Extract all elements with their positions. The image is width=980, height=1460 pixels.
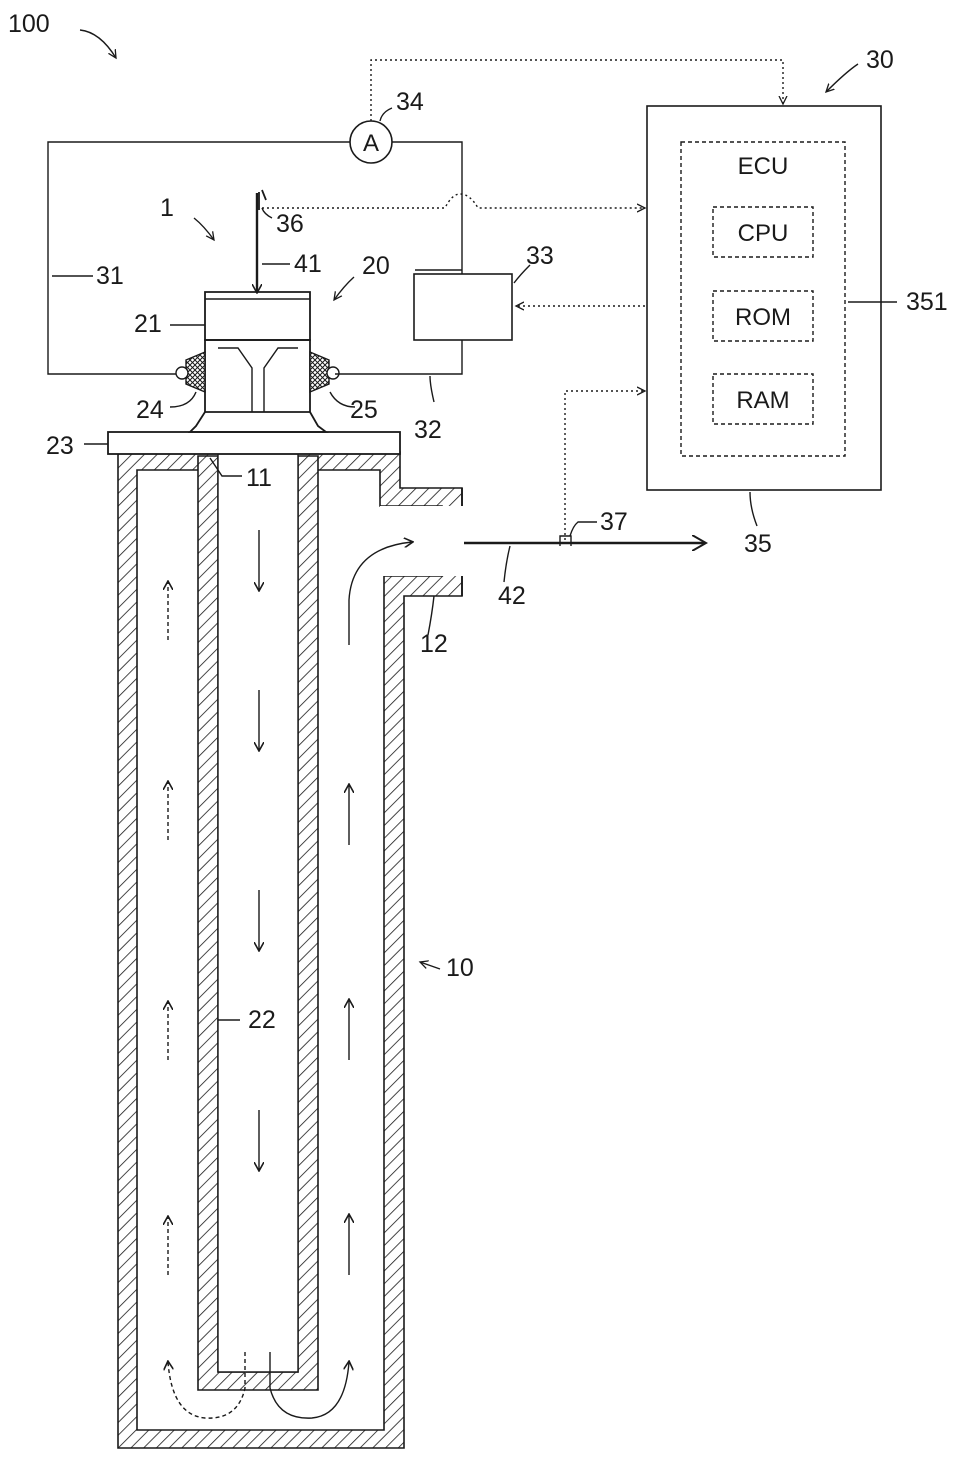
label-35: 35 — [744, 530, 772, 558]
label-25: 25 — [350, 396, 378, 424]
flange — [108, 432, 400, 454]
ram-label: RAM — [736, 387, 789, 414]
inlet-sensor — [259, 190, 266, 210]
ecu-block: ECU CPU ROM RAM — [647, 106, 881, 490]
ammeter-symbol: A — [363, 130, 379, 157]
power-supply-box — [414, 274, 512, 340]
label-351: 351 — [906, 288, 948, 316]
label-22: 22 — [248, 1006, 276, 1034]
label-33: 33 — [526, 242, 554, 270]
label-41: 41 — [294, 250, 322, 278]
signal-sensor36-to-ecu — [262, 194, 645, 208]
label-42: 42 — [498, 582, 526, 610]
terminal-left — [176, 352, 205, 392]
label-12: 12 — [420, 630, 448, 658]
label-34: 34 — [396, 88, 424, 116]
label-24: 24 — [136, 396, 164, 424]
cpu-label: CPU — [738, 220, 789, 247]
ecu-title: ECU — [738, 153, 789, 180]
label-21: 21 — [134, 310, 162, 338]
rom-label: ROM — [735, 304, 791, 331]
inner-tube — [198, 450, 318, 1390]
label-37: 37 — [600, 508, 628, 536]
label-23: 23 — [46, 432, 74, 460]
label-10: 10 — [446, 954, 474, 982]
outlet-sensor — [560, 536, 571, 546]
label-1: 1 — [160, 194, 174, 222]
label-11: 11 — [246, 464, 272, 492]
terminal-right — [310, 352, 339, 392]
label-32: 32 — [414, 416, 442, 444]
label-100: 100 — [8, 10, 50, 38]
ammeter: A — [350, 121, 392, 163]
label-31: 31 — [96, 262, 124, 290]
electrode-holder — [190, 292, 326, 432]
label-20: 20 — [362, 252, 390, 280]
label-30: 30 — [866, 46, 894, 74]
label-36: 36 — [276, 210, 304, 238]
